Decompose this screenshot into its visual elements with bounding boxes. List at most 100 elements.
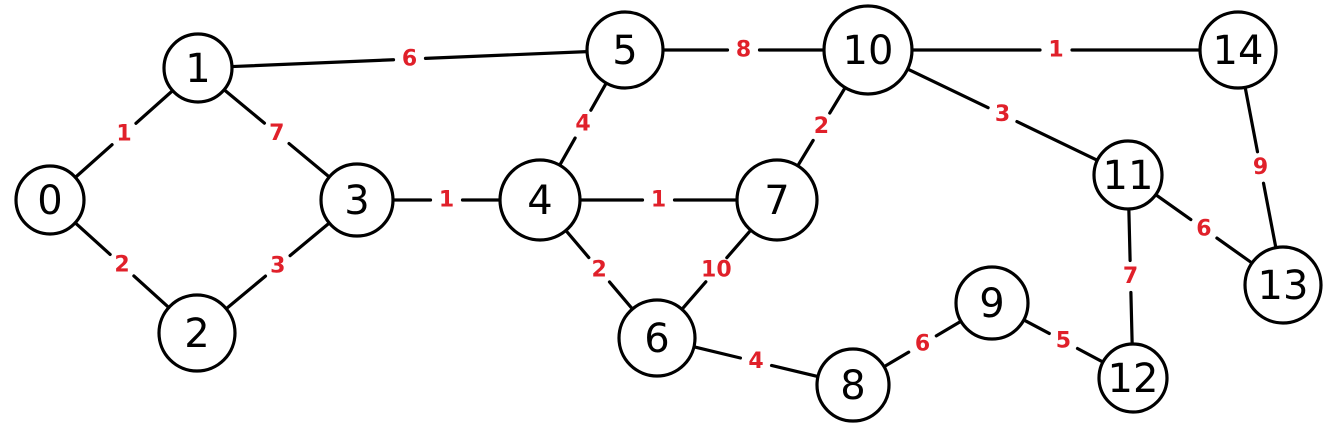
edge-11-13-end xyxy=(1215,236,1254,265)
node-label-14: 14 xyxy=(1213,28,1264,74)
edge-7-10-end xyxy=(828,86,847,115)
edge-6-7-end xyxy=(725,228,753,260)
edge-weight-11-13: 6 xyxy=(1196,216,1211,241)
edge-14-13-start xyxy=(1243,85,1260,154)
node-label-12: 12 xyxy=(1108,356,1159,402)
edge-1-3-end xyxy=(287,141,331,179)
node-circle-12 xyxy=(1097,342,1169,414)
edge-weight-0-2: 2 xyxy=(114,253,129,278)
node-circle-9 xyxy=(954,265,1030,341)
node-10: 10 xyxy=(822,4,914,96)
edge-weight-1-5: 6 xyxy=(402,47,417,72)
node-label-11: 11 xyxy=(1103,153,1154,199)
node-label-3: 3 xyxy=(344,178,369,224)
edge-2-3-end xyxy=(288,221,331,258)
edge-6-7-start xyxy=(680,280,708,311)
edge-7-10-start xyxy=(796,138,815,168)
node-label-2: 2 xyxy=(184,311,209,357)
edge-1-3-start xyxy=(222,88,267,125)
node-label-5: 5 xyxy=(612,28,637,74)
edge-4-6-start xyxy=(564,228,591,260)
edge-weight-14-13: 9 xyxy=(1253,155,1268,180)
node-6: 6 xyxy=(617,298,697,378)
edge-weight-0-1: 1 xyxy=(116,122,131,147)
edge-6-8-start xyxy=(692,345,743,360)
edge-weight-3-4: 1 xyxy=(439,188,454,213)
edge-9-12-end xyxy=(1075,346,1105,364)
node-7: 7 xyxy=(735,158,819,242)
node-1: 1 xyxy=(162,32,234,104)
node-9: 9 xyxy=(954,265,1030,341)
edge-11-13-start xyxy=(1154,193,1193,222)
edge-weight-10-14: 1 xyxy=(1048,38,1063,63)
edge-0-2-start xyxy=(73,221,112,257)
node-8: 8 xyxy=(815,347,891,423)
node-circle-4 xyxy=(498,158,582,242)
edge-weight-4-5: 4 xyxy=(575,112,590,137)
node-0: 0 xyxy=(14,164,86,236)
node-label-7: 7 xyxy=(764,178,789,224)
node-11: 11 xyxy=(1092,139,1164,211)
node-label-6: 6 xyxy=(644,316,669,362)
edges-layer xyxy=(73,48,1278,379)
edge-0-1-end xyxy=(134,89,175,125)
edge-14-13-end xyxy=(1261,181,1278,250)
node-circle-8 xyxy=(815,347,891,423)
edge-4-6-end xyxy=(607,280,635,311)
node-circle-11 xyxy=(1092,139,1164,211)
edge-weight-6-8: 4 xyxy=(748,349,763,374)
node-14: 14 xyxy=(1198,10,1278,90)
node-circle-6 xyxy=(617,298,697,378)
node-circle-1 xyxy=(162,32,234,104)
node-circle-13 xyxy=(1243,245,1323,325)
edge-weight-6-7: 10 xyxy=(701,257,732,282)
node-12: 12 xyxy=(1097,342,1169,414)
edge-1-5-start xyxy=(230,58,396,69)
edge-weight-10-11: 3 xyxy=(995,102,1010,127)
edge-0-1-start xyxy=(73,143,114,179)
edge-weight-2-3: 3 xyxy=(270,253,285,278)
edge-weight-4-7: 1 xyxy=(651,188,666,213)
node-label-9: 9 xyxy=(979,281,1004,327)
edge-4-5-end xyxy=(589,81,608,112)
node-label-1: 1 xyxy=(185,46,210,92)
node-circle-14 xyxy=(1198,10,1278,90)
edge-8-9-start xyxy=(882,350,911,369)
node-circle-10 xyxy=(822,4,914,96)
node-label-4: 4 xyxy=(527,178,552,224)
edge-11-12-end xyxy=(1129,290,1134,346)
edge-0-2-end xyxy=(132,274,171,310)
node-label-10: 10 xyxy=(843,28,894,74)
node-2: 2 xyxy=(157,293,237,373)
edge-1-5-end xyxy=(423,50,589,61)
edge-9-12-start xyxy=(1022,318,1051,336)
node-label-0: 0 xyxy=(37,178,62,224)
edge-weight-1-3: 7 xyxy=(269,121,284,146)
edge-weight-5-10: 8 xyxy=(736,38,751,63)
edge-2-3-start xyxy=(224,274,268,311)
edge-weight-8-9: 6 xyxy=(915,332,930,357)
node-circle-5 xyxy=(585,10,665,90)
edge-4-5-start xyxy=(558,136,577,167)
node-label-13: 13 xyxy=(1258,263,1309,309)
node-label-8: 8 xyxy=(840,363,865,409)
node-5: 5 xyxy=(585,10,665,90)
edge-6-8-end xyxy=(769,363,820,379)
edge-11-12-start xyxy=(1127,207,1132,263)
node-13: 13 xyxy=(1243,245,1323,325)
node-circle-3 xyxy=(319,162,395,238)
node-3: 3 xyxy=(319,162,395,238)
edge-weight-4-6: 2 xyxy=(591,257,606,282)
edge-10-11-start xyxy=(906,67,990,110)
node-circle-7 xyxy=(735,158,819,242)
node-4: 4 xyxy=(498,158,582,242)
node-circle-2 xyxy=(157,293,237,373)
edge-weight-7-10: 2 xyxy=(814,114,829,139)
node-circle-0 xyxy=(14,164,86,236)
edge-weight-11-12: 7 xyxy=(1123,264,1138,289)
edge-8-9-end xyxy=(934,319,963,338)
edge-10-11-end xyxy=(1015,119,1099,162)
